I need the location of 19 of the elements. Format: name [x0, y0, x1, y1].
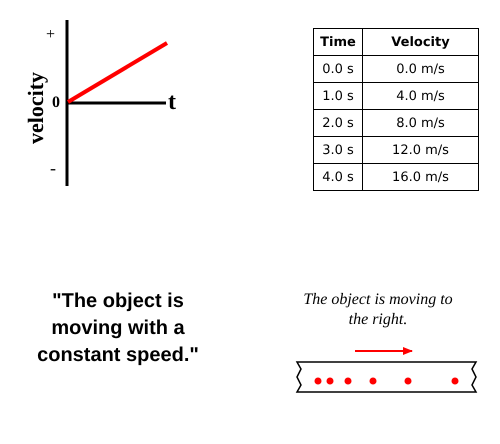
column-header: Velocity: [362, 28, 478, 56]
table-cell: 4.0 s: [314, 164, 362, 190]
table-cell: 12.0 m/s: [362, 136, 478, 164]
column-header: Time: [314, 28, 362, 56]
table-cell: 0.0 s: [314, 56, 362, 82]
axis-label: t: [168, 89, 176, 116]
table-cell: 16.0 m/s: [362, 164, 478, 190]
axis-tick-label: +: [46, 26, 56, 44]
axis-tick-label: 0: [52, 94, 60, 112]
table-cell: 0.0 m/s: [362, 56, 478, 82]
table-cell: 8.0 m/s: [362, 110, 478, 136]
quote-text: "The object is moving with a constant speed.": [36, 289, 200, 368]
caption-text: The object is moving to the right.: [302, 290, 454, 330]
axis-tick-label: -: [50, 158, 56, 179]
table-cell: 4.0 m/s: [362, 82, 478, 110]
table-cell: 2.0 s: [314, 110, 362, 136]
table-cell: 3.0 s: [314, 136, 362, 164]
axis-label: velocity: [24, 70, 48, 146]
table-cell: 1.0 s: [314, 82, 362, 110]
